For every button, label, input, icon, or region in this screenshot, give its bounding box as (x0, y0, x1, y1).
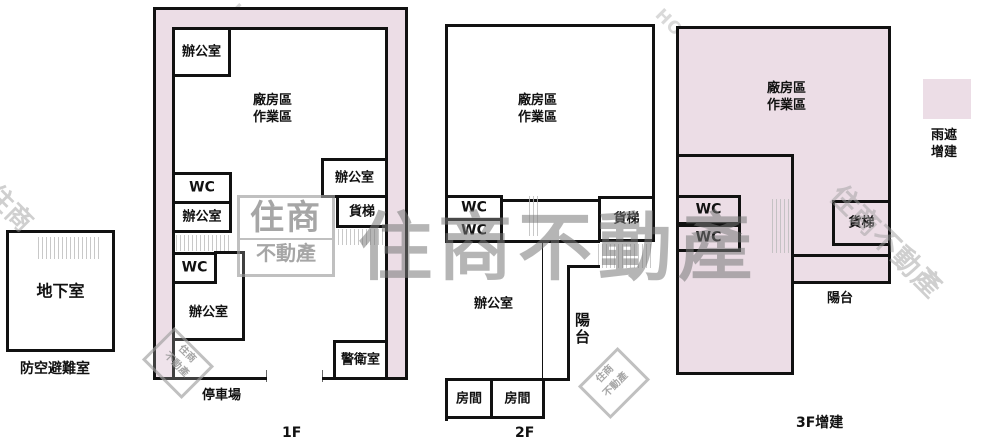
floor2-balcony-top-wall (542, 240, 600, 243)
floor2-room-1: 房間 (445, 378, 493, 419)
floor2-main-area-label: 廠房區 作業區 (518, 93, 558, 125)
floor3-wc-2: WC (676, 224, 741, 252)
floor1-office-bottom-left (172, 251, 245, 341)
floor2-balcony-upper-step (567, 265, 600, 268)
watermark-big-text: 住商不動產 (358, 205, 758, 291)
floor1-office-bottom-top-wall (214, 251, 245, 254)
floor3-wc-1: WC (676, 195, 741, 225)
floor1-bottom-wall-left (153, 377, 267, 380)
floor1-office-top-left: 辦公室 (172, 27, 231, 77)
floor3-balcony-label: 陽台 (827, 291, 854, 306)
floor2-freight-elevator: 貨梯 (598, 196, 655, 242)
watermark-logo-main: 住商 不動產 (237, 195, 335, 277)
floor2-room-2: 房間 (490, 378, 545, 419)
floor2-caption: 2F (515, 425, 535, 441)
basement-label: 地下室 (36, 281, 85, 301)
floor2-stairs-top (529, 196, 541, 236)
floor1-door-mark-right (322, 370, 323, 382)
floor1-office-bottom-label: 辦公室 (189, 305, 229, 320)
basement-room: 地下室 (6, 230, 115, 352)
floor2-balcony-label: 陽台 (573, 312, 591, 346)
floor1-freight-elevator: 貨梯 (336, 195, 388, 228)
floor3-caption: 3F增建 (796, 415, 844, 431)
floor1-guard-room: 警衛室 (333, 340, 388, 380)
floor2-balcony-area (543, 240, 598, 381)
floor1-wc-1: WC (172, 172, 232, 204)
floor2-stairs-bottom (598, 244, 654, 268)
floor1-office-bottom-sub-wall (172, 281, 217, 284)
basement-stairs (38, 237, 100, 259)
floor1-door-mark-left (266, 370, 267, 382)
floor2-balcony-inner-wall (567, 265, 570, 381)
floor3-left-wing (676, 154, 794, 375)
floor1-parking-label: 停車場 (202, 388, 242, 403)
floor3-stairs (772, 199, 790, 253)
basement-caption: 防空避難室 (20, 361, 90, 377)
floor3-main-area-label: 廠房區 作業區 (767, 81, 807, 113)
floor2-main-area (445, 24, 655, 202)
floor1-entrance-gap-pink (267, 376, 322, 382)
floor1-caption: 1F (282, 425, 302, 441)
legend-label: 雨遮 增建 (931, 128, 958, 160)
legend-swatch (923, 79, 971, 119)
floor1-stairs-left (176, 235, 232, 251)
floor1-stairs-right (338, 229, 386, 245)
floor1-wc-2: WC (172, 252, 217, 284)
floor1-main-area-label: 廠房區 作業區 (253, 93, 293, 125)
floor1-office-mid-left: 辦公室 (172, 201, 232, 233)
floor3-balcony (791, 254, 891, 284)
floor2-balcony-bottom-wall (543, 378, 570, 381)
floor1-bottom-wall-right (322, 377, 408, 380)
floor3-freight-elevator: 貨梯 (832, 200, 891, 246)
